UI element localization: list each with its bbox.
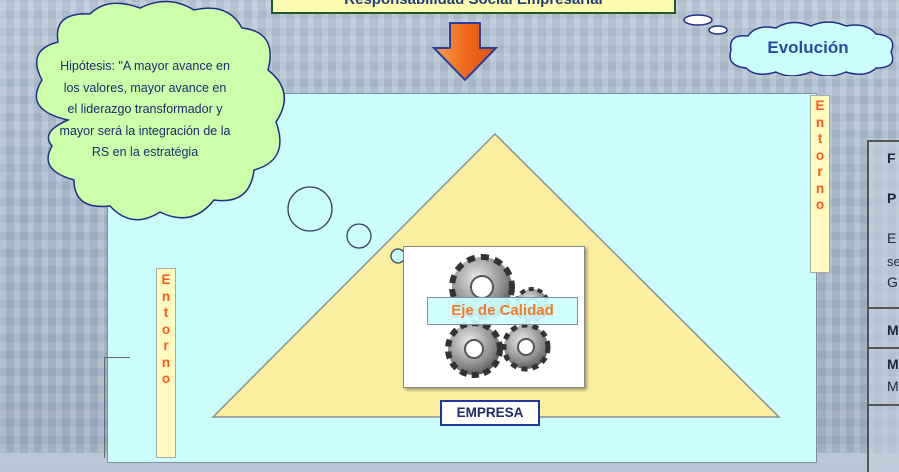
entorno-letter: o <box>157 322 175 339</box>
empresa-label: EMPRESA <box>440 400 540 426</box>
hypothesis-text: Hipótesis: "A mayor avance en los valore… <box>58 56 232 164</box>
entorno-left-column: E n t o r n o <box>156 268 176 458</box>
entorno-letter: n <box>157 355 175 372</box>
entorno-letter: E <box>157 272 175 289</box>
eje-calidad-label: Eje de Calidad <box>427 297 578 325</box>
entorno-left-bracket <box>104 357 130 458</box>
entorno-letter: t <box>157 305 175 322</box>
thought-bubble <box>347 224 371 248</box>
entorno-letter: o <box>157 371 175 388</box>
entorno-letter: n <box>157 289 175 306</box>
entorno-letter: r <box>157 338 175 355</box>
